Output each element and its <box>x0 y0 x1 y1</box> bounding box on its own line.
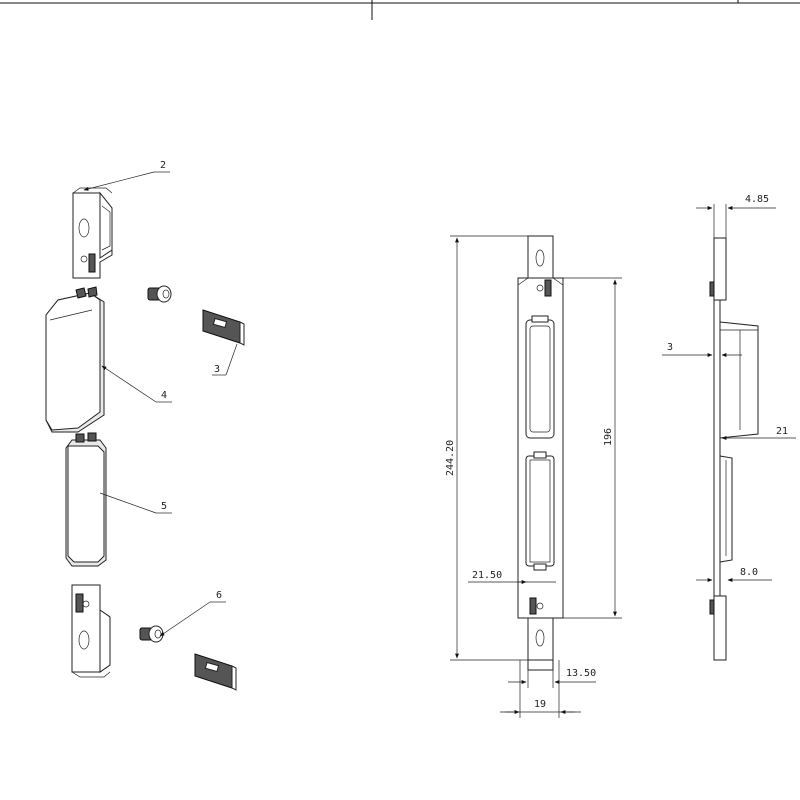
callout-6: 6 <box>159 590 226 637</box>
title-block-border <box>0 0 800 20</box>
cover-upper <box>45 286 105 433</box>
dim-inner-height: 196 <box>560 277 622 619</box>
callout-4: 4 <box>101 365 172 403</box>
dim-body-width-value: 21.50 <box>472 570 502 581</box>
dim-overall-height-value: 244.20 <box>445 440 456 476</box>
dim-wall-value: 3 <box>667 342 673 353</box>
callout-3: 3 <box>212 343 238 376</box>
dim-thickness-top: 4.85 <box>696 194 776 238</box>
dim-depth-value: 21 <box>776 426 788 437</box>
callout-3-label: 3 <box>214 364 220 375</box>
dim-depth: 21 <box>721 426 796 440</box>
side-view: 4.85 3 21 8.0 <box>662 194 796 661</box>
dim-base-width-value: 19 <box>534 699 546 710</box>
callout-4-label: 4 <box>161 390 167 401</box>
exploded-view: 2 3 4 5 6 <box>45 160 245 691</box>
nut-plate-upper <box>202 309 245 346</box>
dim-wall: 3 <box>662 342 742 357</box>
bracket-bottom <box>71 584 111 678</box>
callout-6-label: 6 <box>216 590 222 601</box>
dim-tab-width: 13.50 <box>508 660 596 688</box>
screw-lower <box>139 625 164 643</box>
dim-offset-value: 8.0 <box>740 567 758 578</box>
nut-plate-lower <box>194 653 237 691</box>
dim-thickness-top-value: 4.85 <box>745 194 769 205</box>
dim-body-width: 21.50 <box>468 570 556 584</box>
screw-upper <box>147 285 172 303</box>
callout-5-label: 5 <box>161 501 167 512</box>
dim-base-width: 19 <box>500 660 581 718</box>
callout-2-label: 2 <box>160 160 166 171</box>
callout-2: 2 <box>83 160 170 191</box>
bracket-top <box>72 187 113 279</box>
dim-offset: 8.0 <box>696 567 772 582</box>
callout-5: 5 <box>99 492 172 514</box>
dim-overall-height: 244.20 <box>445 235 530 661</box>
dim-inner-height-value: 196 <box>603 428 614 446</box>
dim-tab-width-value: 13.50 <box>566 668 596 679</box>
cover-lower <box>65 432 107 567</box>
front-view: 244.20 196 21.50 13.50 <box>445 235 622 718</box>
